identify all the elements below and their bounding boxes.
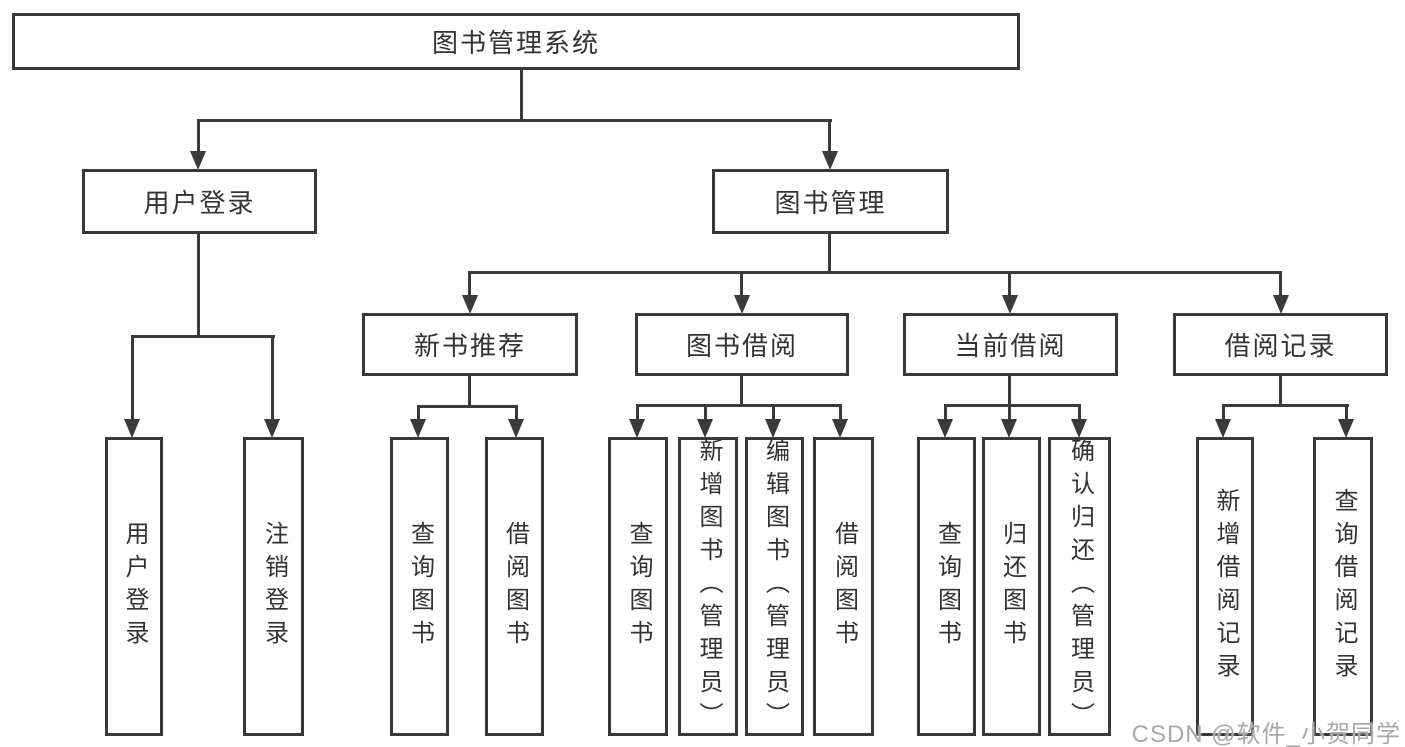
arrowhead-down-icon — [264, 419, 280, 438]
connector-line — [1222, 404, 1225, 423]
node-label: 图书管理 — [774, 188, 887, 218]
connector-line — [636, 404, 639, 423]
connector-line — [131, 335, 275, 338]
arrowhead-down-icon — [410, 419, 426, 438]
node-label: 图书借阅 — [685, 331, 798, 361]
node-label: 图书管理系统 — [431, 28, 600, 58]
leaf-query-books-current: 查询图书 — [917, 437, 976, 736]
leaf-label: 归还图书 — [998, 520, 1026, 653]
node-label: 用户登录 — [143, 188, 256, 218]
arrowhead-down-icon — [462, 295, 478, 314]
csdn-watermark: CSDN @软件_小贺同学 — [1131, 721, 1401, 747]
connector-line — [704, 404, 707, 423]
connector-line — [1345, 404, 1348, 423]
connector-line — [1008, 404, 1011, 423]
leaf-label: 注销登录 — [260, 520, 288, 653]
leaf-label: 查询图书 — [625, 520, 652, 653]
connector-line — [515, 405, 518, 423]
connector-line — [1279, 271, 1282, 299]
arrowhead-down-icon — [629, 419, 645, 438]
connector-line — [417, 405, 518, 408]
connector-line — [468, 271, 471, 299]
connector-line — [944, 404, 947, 423]
connector-line — [740, 271, 743, 299]
node-user-login: 用户登录 — [82, 169, 317, 234]
arrowhead-down-icon — [937, 419, 953, 438]
arrowhead-down-icon — [765, 419, 781, 438]
arrowhead-down-icon — [832, 419, 848, 438]
leaf-label: 借阅图书 — [501, 520, 529, 653]
leaf-add-book-admin: 新增图书（管理员） — [678, 437, 738, 736]
connector-line — [131, 335, 134, 423]
arrowhead-down-icon — [1002, 295, 1018, 314]
connector-line — [197, 234, 200, 337]
arrowhead-down-icon — [822, 151, 838, 170]
arrowhead-down-icon — [1338, 419, 1354, 438]
arrowhead-down-icon — [1273, 295, 1289, 314]
node-label: 借阅记录 — [1224, 331, 1337, 361]
arrowhead-down-icon — [734, 295, 750, 314]
node-book-management: 图书管理 — [712, 169, 949, 234]
node-library-management-system: 图书管理系统 — [12, 13, 1020, 70]
arrowhead-down-icon — [508, 419, 524, 438]
leaf-confirm-return-admin: 确认归还（管理员） — [1048, 437, 1111, 736]
arrowhead-down-icon — [697, 419, 713, 438]
connector-line — [636, 404, 842, 407]
leaf-user-login: 用户登录 — [105, 437, 163, 736]
connector-line — [468, 376, 471, 408]
leaf-label: 确认归还（管理员） — [1066, 438, 1094, 735]
leaf-label: 查询图书 — [406, 520, 434, 653]
leaf-query-borrow-record: 查询借阅记录 — [1313, 437, 1373, 736]
connector-line — [1222, 404, 1349, 407]
node-label: 新书推荐 — [413, 331, 526, 361]
node-current-borrowing: 当前借阅 — [903, 313, 1118, 376]
connector-line — [417, 405, 420, 423]
leaf-return-book: 归还图书 — [982, 437, 1041, 736]
connector-line — [1008, 271, 1011, 299]
node-new-book-recommendation: 新书推荐 — [362, 313, 578, 376]
leaf-query-books-recommend: 查询图书 — [390, 437, 449, 736]
connector-line — [468, 271, 1282, 274]
connector-line — [197, 119, 832, 122]
leaf-label: 借阅图书 — [830, 520, 858, 653]
connector-line — [839, 404, 842, 423]
node-book-borrowing: 图书借阅 — [635, 313, 849, 376]
leaf-logout: 注销登录 — [243, 437, 304, 736]
connector-line — [520, 70, 523, 122]
node-label: 当前借阅 — [954, 331, 1067, 361]
leaf-query-books-borrowing: 查询图书 — [608, 437, 668, 736]
leaf-label: 编辑图书（管理员） — [761, 438, 789, 735]
node-borrowing-records: 借阅记录 — [1173, 313, 1388, 376]
connector-line — [271, 335, 274, 423]
connector-line — [1279, 376, 1282, 407]
arrowhead-down-icon — [190, 151, 206, 170]
leaf-label: 新增图书（管理员） — [695, 438, 722, 735]
arrowhead-down-icon — [124, 419, 140, 438]
arrowhead-down-icon — [1071, 419, 1087, 438]
connector-line — [828, 119, 831, 155]
leaf-label: 用户登录 — [121, 520, 148, 653]
arrowhead-down-icon — [1215, 419, 1231, 438]
leaf-edit-book-admin: 编辑图书（管理员） — [745, 437, 804, 736]
arrowhead-down-icon — [1001, 419, 1017, 438]
connector-line — [1078, 404, 1081, 423]
leaf-add-borrow-record: 新增借阅记录 — [1196, 437, 1254, 736]
connector-line — [197, 119, 200, 155]
leaf-label: 查询图书 — [933, 520, 961, 653]
leaf-borrow-books-recommend: 借阅图书 — [485, 437, 544, 736]
leaf-label: 查询借阅记录 — [1330, 487, 1357, 686]
connector-line — [772, 404, 775, 423]
connector-line — [1008, 376, 1011, 407]
connector-line — [944, 404, 1081, 407]
connector-line — [740, 376, 743, 407]
connector-line — [828, 234, 831, 274]
leaf-borrow-books-borrowing: 借阅图书 — [813, 437, 874, 736]
leaf-label: 新增借阅记录 — [1212, 487, 1239, 686]
